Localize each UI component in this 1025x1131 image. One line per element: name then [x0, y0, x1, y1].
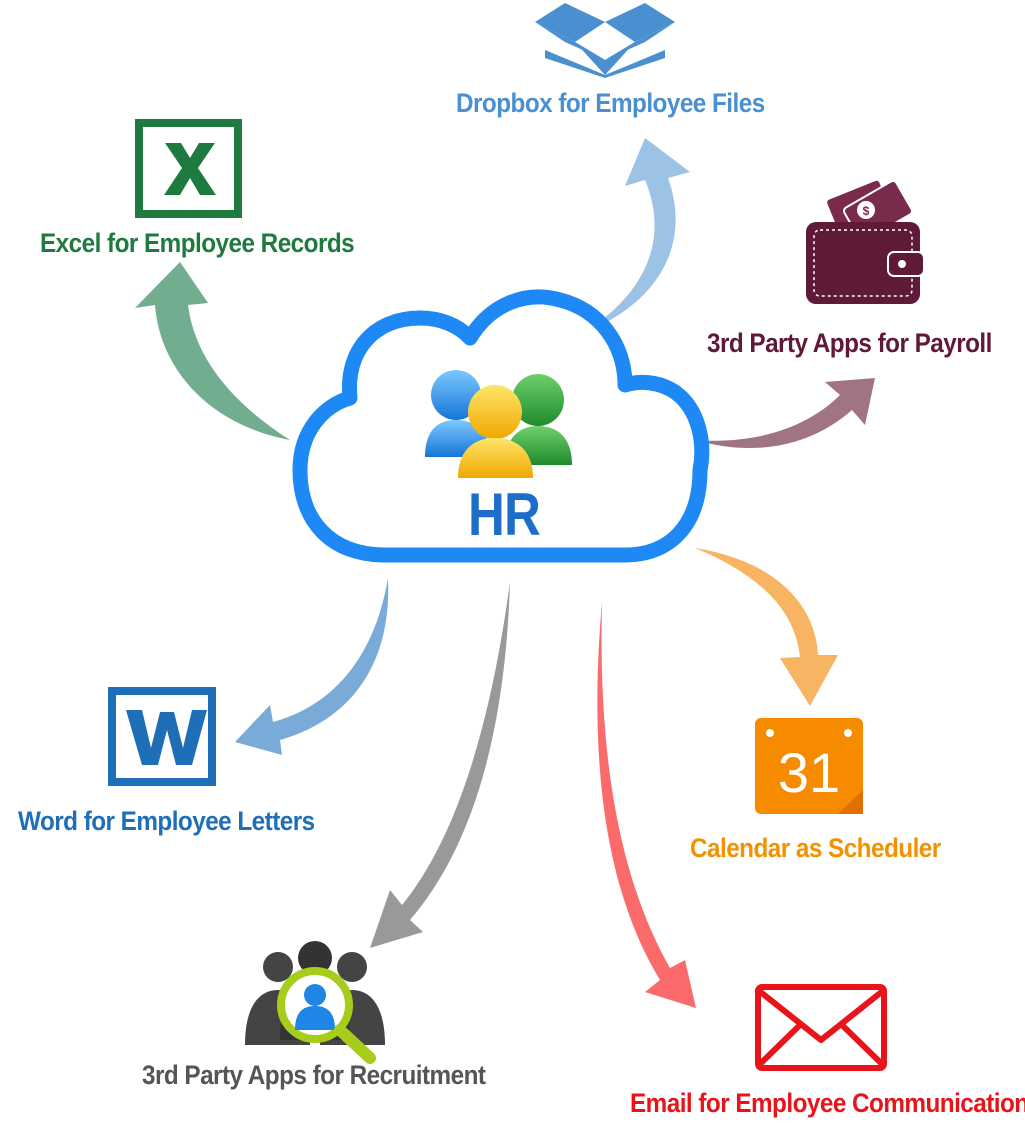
wallet-icon: $: [806, 178, 925, 304]
calendar-day-number: 31: [777, 741, 841, 804]
word-icon: [108, 687, 216, 786]
arrow-to-excel: [135, 262, 290, 440]
arrow-to-payroll: [695, 378, 875, 449]
arrow-to-email: [597, 602, 696, 1008]
excel-label: Excel for Employee Records: [40, 228, 355, 258]
payroll-label: 3rd Party Apps for Payroll: [707, 328, 992, 358]
calendar-icon: [755, 718, 863, 814]
arrow-to-calendar: [695, 548, 838, 706]
word-label: Word for Employee Letters: [18, 806, 315, 836]
recruitment-icon: [245, 941, 385, 1064]
arrow-to-recruitment: [370, 582, 510, 948]
arrow-to-word: [235, 578, 389, 755]
envelope-icon: [755, 984, 887, 1071]
arrow-to-dropbox: [585, 138, 690, 332]
people-group-icon: [425, 370, 572, 478]
hub-title: HR: [468, 481, 541, 548]
recruitment-label: 3rd Party Apps for Recruitment: [142, 1060, 486, 1090]
email-label: Email for Employee Communication: [630, 1088, 1025, 1118]
dropbox-icon: [535, 3, 675, 78]
svg-text:$: $: [863, 204, 870, 218]
excel-icon: [135, 119, 242, 218]
calendar-label: Calendar as Scheduler: [690, 833, 941, 863]
dropbox-label: Dropbox for Employee Files: [456, 88, 765, 118]
